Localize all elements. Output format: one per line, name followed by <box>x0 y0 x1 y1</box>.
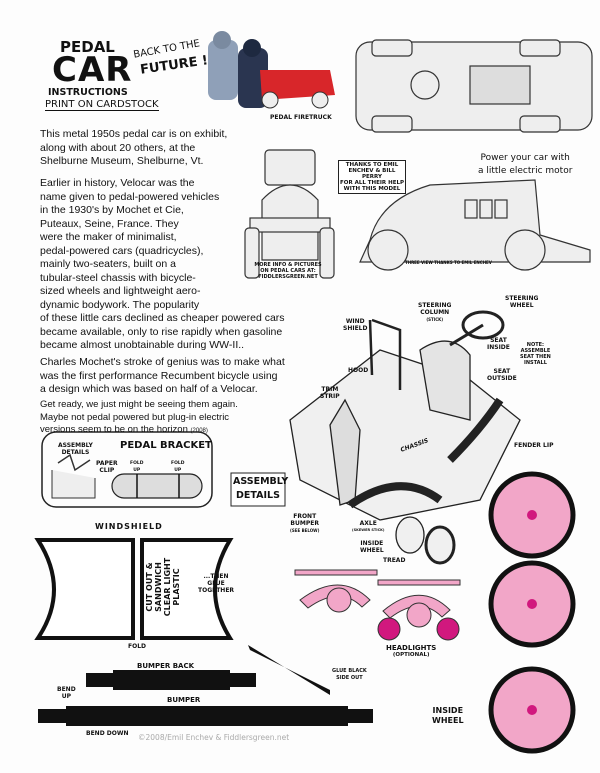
print-note: PRINT ON CARDSTOCK <box>45 99 159 111</box>
text-line: This metal 1950s pedal car is on exhibit… <box>40 128 228 140</box>
assembly-details-box <box>230 472 286 507</box>
paragraph-4: Get ready, we just might be seeing them … <box>40 399 238 438</box>
title-car: CAR <box>52 50 133 90</box>
text-line: versions seem to be on the horizon <box>40 424 188 435</box>
text-line: tubular-steel chassis with bicycle- <box>40 271 196 284</box>
text-line: was the first performance Recumbent bicy… <box>40 369 278 382</box>
text-line: became almost unobtainable during WW-II.… <box>40 339 245 351</box>
text-line: Earlier in history, Velocar was the <box>40 177 195 189</box>
bend-down-label: BEND DOWN <box>86 730 129 737</box>
title-pedal: PEDAL <box>60 38 115 56</box>
copyright: ©2008/Emil Enchev & Fiddlersgreen.net <box>138 733 290 742</box>
photo-caption: PEDAL FIRETRUCK <box>270 114 332 121</box>
text-line: of these little cars declined as cheaper… <box>40 312 285 324</box>
paragraph-3: Charles Mochet's stroke of genius was to… <box>40 356 285 397</box>
text-line: Puteaux, Seine, France. They <box>40 217 179 230</box>
text-line: along with about 20 others, at the <box>40 141 196 154</box>
headlights-label: HEADLIGHTS(OPTIONAL) <box>386 644 437 659</box>
label-fender-lip: FENDER LIP <box>514 442 554 449</box>
pedal-bracket-part <box>111 473 203 499</box>
label-hood: HOOD <box>348 367 369 374</box>
text-line: dynamic bodywork. The popularity <box>40 298 200 311</box>
text-line: mainly two-seaters, built on a <box>40 258 176 270</box>
front-view-drawing <box>244 149 335 279</box>
label-tread: TREAD <box>383 557 406 564</box>
year: (2008) <box>190 428 208 434</box>
text-line: became available, only to rise rapidly w… <box>40 325 283 338</box>
pedal-bracket-box <box>41 431 213 508</box>
label-axle: AXLE(SKEWER STICK) <box>352 520 385 532</box>
side-view-drawing <box>359 179 591 271</box>
bumper-back-label: BUMPER BACK <box>137 662 195 670</box>
firetruck-photo <box>208 31 335 109</box>
text-line: Maybe not pedal powered but plug-in elec… <box>40 411 230 423</box>
windshield-part <box>34 538 234 640</box>
text-line: Shelburne Museum, Shelburne, Vt. <box>40 155 204 167</box>
top-view-drawing <box>355 39 593 133</box>
text-line: pedal-powered cars (quadricycles), <box>40 244 204 257</box>
headlight-parts <box>294 569 461 641</box>
text-line: in the 1930's by Mochet et Cie, <box>40 204 184 216</box>
text-line: were the maker of minimalist, <box>40 231 177 243</box>
three-view-note: THREE VIEW THANKS TO EMIL ENCHEV <box>405 260 492 265</box>
text-line: name given to pedal-powered vehicles <box>40 190 220 203</box>
pedal-bracket-title: PEDAL BRACKET <box>120 440 212 451</box>
bumper-label: BUMPER <box>167 696 201 704</box>
bumper-assembly-sketch <box>248 645 330 695</box>
paragraph-2: Earlier in history, Velocar was the name… <box>40 177 285 353</box>
wheel-parts <box>488 471 576 754</box>
isometric-car-drawing <box>289 310 521 565</box>
text-line: sized wheels and lightweight aero- <box>40 285 201 297</box>
text-line: Charles Mochet's stroke of genius was to… <box>40 356 285 368</box>
bumper-parts <box>38 670 373 726</box>
fold-label: FOLD <box>128 643 147 650</box>
title-instructions: INSTRUCTIONS <box>48 87 128 98</box>
windshield-title: WINDSHIELD <box>95 522 163 531</box>
text-line: Get ready, we just might be seeing them … <box>40 399 238 410</box>
text-line: a design which was based on half of a Ve… <box>40 383 258 395</box>
paragraph-1: This metal 1950s pedal car is on exhibit… <box>40 128 227 169</box>
